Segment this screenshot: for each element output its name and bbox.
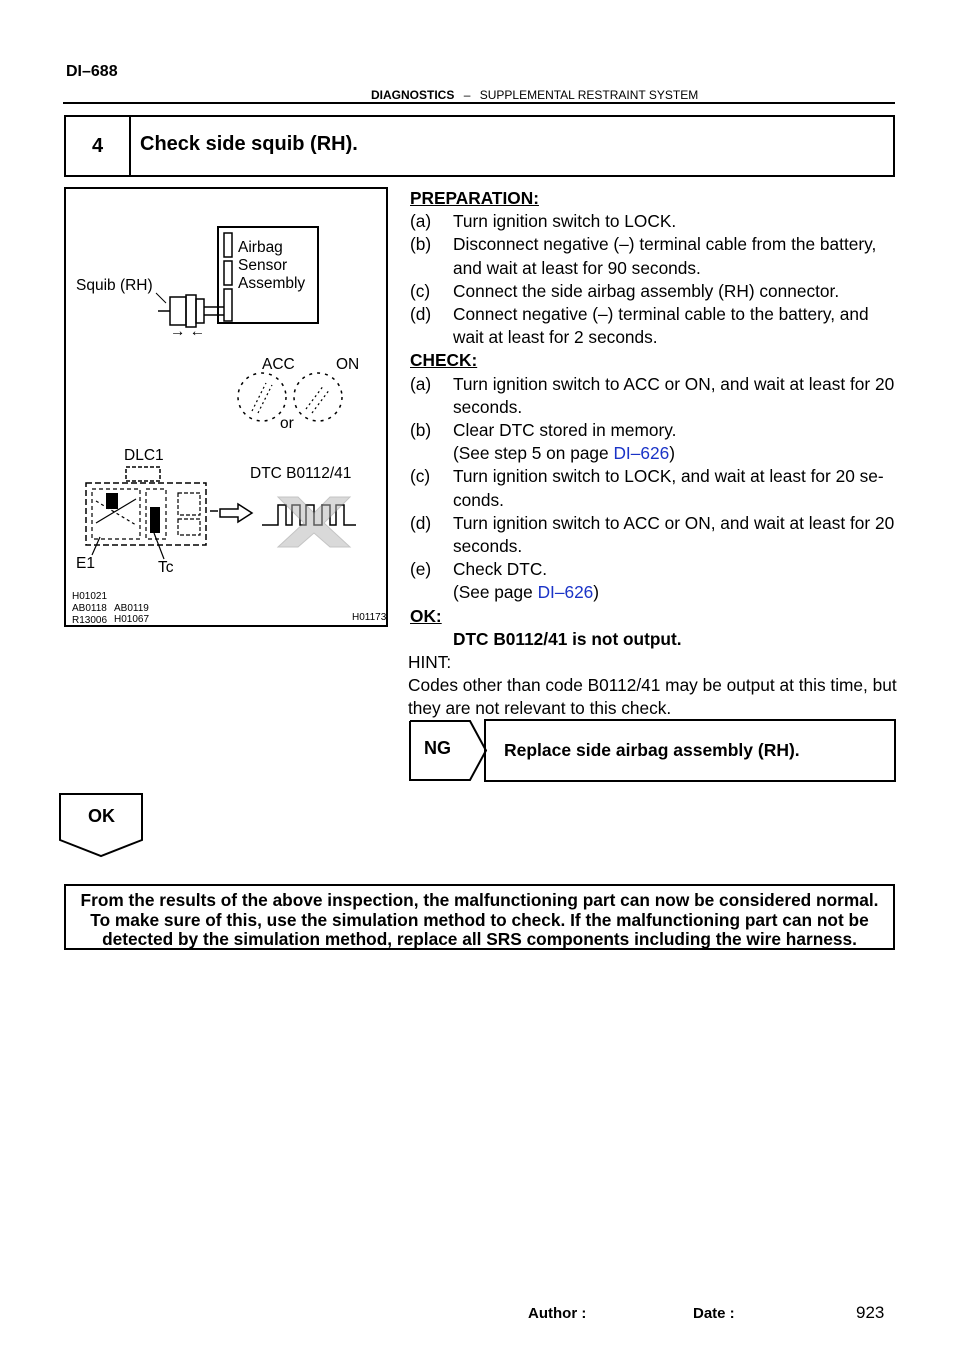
header-separator: – — [463, 88, 471, 102]
check-item-b: (b) Clear DTC stored in memory. — [410, 420, 677, 441]
ng-label: NG — [424, 738, 451, 758]
check-item-a-cont: seconds. — [453, 396, 523, 417]
ok-label: OK — [88, 806, 115, 826]
figure-code: AB0118 — [72, 603, 107, 614]
figure-code: H01021 — [72, 591, 108, 602]
conclusion-box: From the results of the above inspection… — [64, 884, 895, 950]
illustration-drawing — [85, 226, 356, 560]
page-link[interactable]: DI–626 — [613, 443, 670, 464]
header-rule — [63, 102, 895, 104]
prep-item-a: (a) Turn ignition switch to LOCK. — [410, 211, 677, 232]
sensor-connector-pin — [223, 260, 233, 286]
dlc1-connector — [85, 482, 207, 546]
ng-action-text: Replace side airbag assembly (RH). — [504, 740, 800, 760]
header-subsection: SUPPLEMENTAL RESTRAINT SYSTEM — [479, 88, 699, 102]
dtc-waveform — [262, 504, 356, 526]
ignition-acc-circle — [237, 372, 287, 422]
ng-arrow-shape — [409, 720, 488, 781]
ng-action-box — [484, 719, 896, 782]
prep-item-c: (c) Connect the side airbag assembly (RH… — [410, 280, 840, 301]
step-box: 4 Check side squib (RH). — [64, 115, 895, 177]
check-item-a: (a) Turn ignition switch to ACC or ON, a… — [410, 373, 895, 394]
prep-item-b-cont: and wait at least for 90 seconds. — [453, 257, 701, 278]
cross-mark — [276, 496, 352, 548]
step-title: Check side squib (RH). — [140, 133, 358, 155]
footer-page-number: 923 — [856, 1303, 885, 1322]
label-or: or — [280, 415, 294, 432]
check-item-c-cont: conds. — [453, 489, 504, 510]
sensor-assembly-box — [217, 226, 319, 324]
check-item-c: (c) Turn ignition switch to LOCK, and wa… — [410, 466, 884, 487]
hint-line-1: Codes other than code B0112/41 may be ou… — [408, 675, 897, 696]
figure-code: AB0119 — [114, 603, 149, 614]
running-header: DIAGNOSTICS – SUPPLEMENTAL RESTRAINT SYS… — [371, 88, 698, 102]
check-item-b-ref: (See step 5 on page DI–626) — [453, 443, 675, 464]
sensor-connector-pin — [223, 232, 233, 258]
arrow-shape — [219, 502, 254, 524]
hint-line-2: they are not relevant to this check. — [408, 698, 672, 719]
label-squib: Squib (RH) — [76, 277, 153, 294]
ok-heading: OK: — [410, 605, 442, 626]
ok-arrow-shape — [59, 793, 143, 858]
conclusion-line-1: From the results of the above inspection… — [80, 890, 879, 910]
illustration: Airbag Sensor Assembly Squib (RH) → ← AC… — [64, 187, 388, 627]
ignition-on-circle — [293, 372, 343, 422]
prep-item-d: (d) Connect negative (–) terminal cable … — [410, 304, 869, 325]
footer-author-label: Author : — [528, 1305, 587, 1322]
page-code: DI–688 — [66, 63, 118, 80]
check-item-e: (e) Check DTC. — [410, 559, 548, 580]
check-heading: CHECK: — [410, 350, 478, 371]
squib-connector-left — [169, 296, 187, 326]
ok-result-text: DTC B0112/41 is not output. — [453, 628, 682, 649]
header-section: DIAGNOSTICS — [371, 88, 455, 102]
ng-branch: NG Replace side airbag assembly (RH). — [408, 719, 896, 782]
label-acc: ACC — [262, 356, 295, 373]
label-arrows: → ← — [170, 323, 206, 340]
label-dtc: DTC B0112/41 — [250, 465, 352, 482]
sensor-connector-pin — [223, 288, 233, 322]
label-on: ON — [336, 356, 360, 373]
dlc1-latch — [125, 466, 161, 482]
figure-code: H01067 — [114, 614, 150, 625]
procedure-text: PREPARATION: (a) Turn ignition switch to… — [408, 187, 897, 721]
label-tc: Tc — [158, 559, 174, 576]
dlc1-terminal-e1 — [106, 493, 118, 509]
label-airbag-sensor: Airbag Sensor Assembly — [238, 239, 306, 292]
hint-heading: HINT: — [408, 652, 452, 673]
label-e1: E1 — [76, 555, 95, 572]
check-item-d-cont: seconds. — [453, 536, 523, 557]
check-item-d: (d) Turn ignition switch to ACC or ON, a… — [410, 512, 895, 533]
figure-code: R13006 — [72, 615, 108, 626]
prep-item-d-cont: wait at least for 2 seconds. — [453, 327, 658, 348]
label-dlc1: DLC1 — [124, 447, 164, 464]
step-number: 4 — [66, 117, 131, 175]
footer-date-label: Date : — [693, 1305, 735, 1322]
preparation-heading: PREPARATION: — [410, 188, 539, 208]
check-item-e-ref: (See page DI–626) — [453, 582, 600, 603]
page-link[interactable]: DI–626 — [537, 582, 594, 603]
conclusion-line-3: detected by the simulation method, repla… — [102, 929, 857, 949]
squib-connector-right — [195, 298, 205, 324]
conclusion-line-2: To make sure of this, use the simulation… — [90, 909, 869, 930]
dlc1-terminal-tc — [150, 507, 160, 533]
prep-item-b: (b) Disconnect negative (–) terminal cab… — [410, 234, 877, 255]
figure-code: H01173 — [352, 612, 387, 623]
